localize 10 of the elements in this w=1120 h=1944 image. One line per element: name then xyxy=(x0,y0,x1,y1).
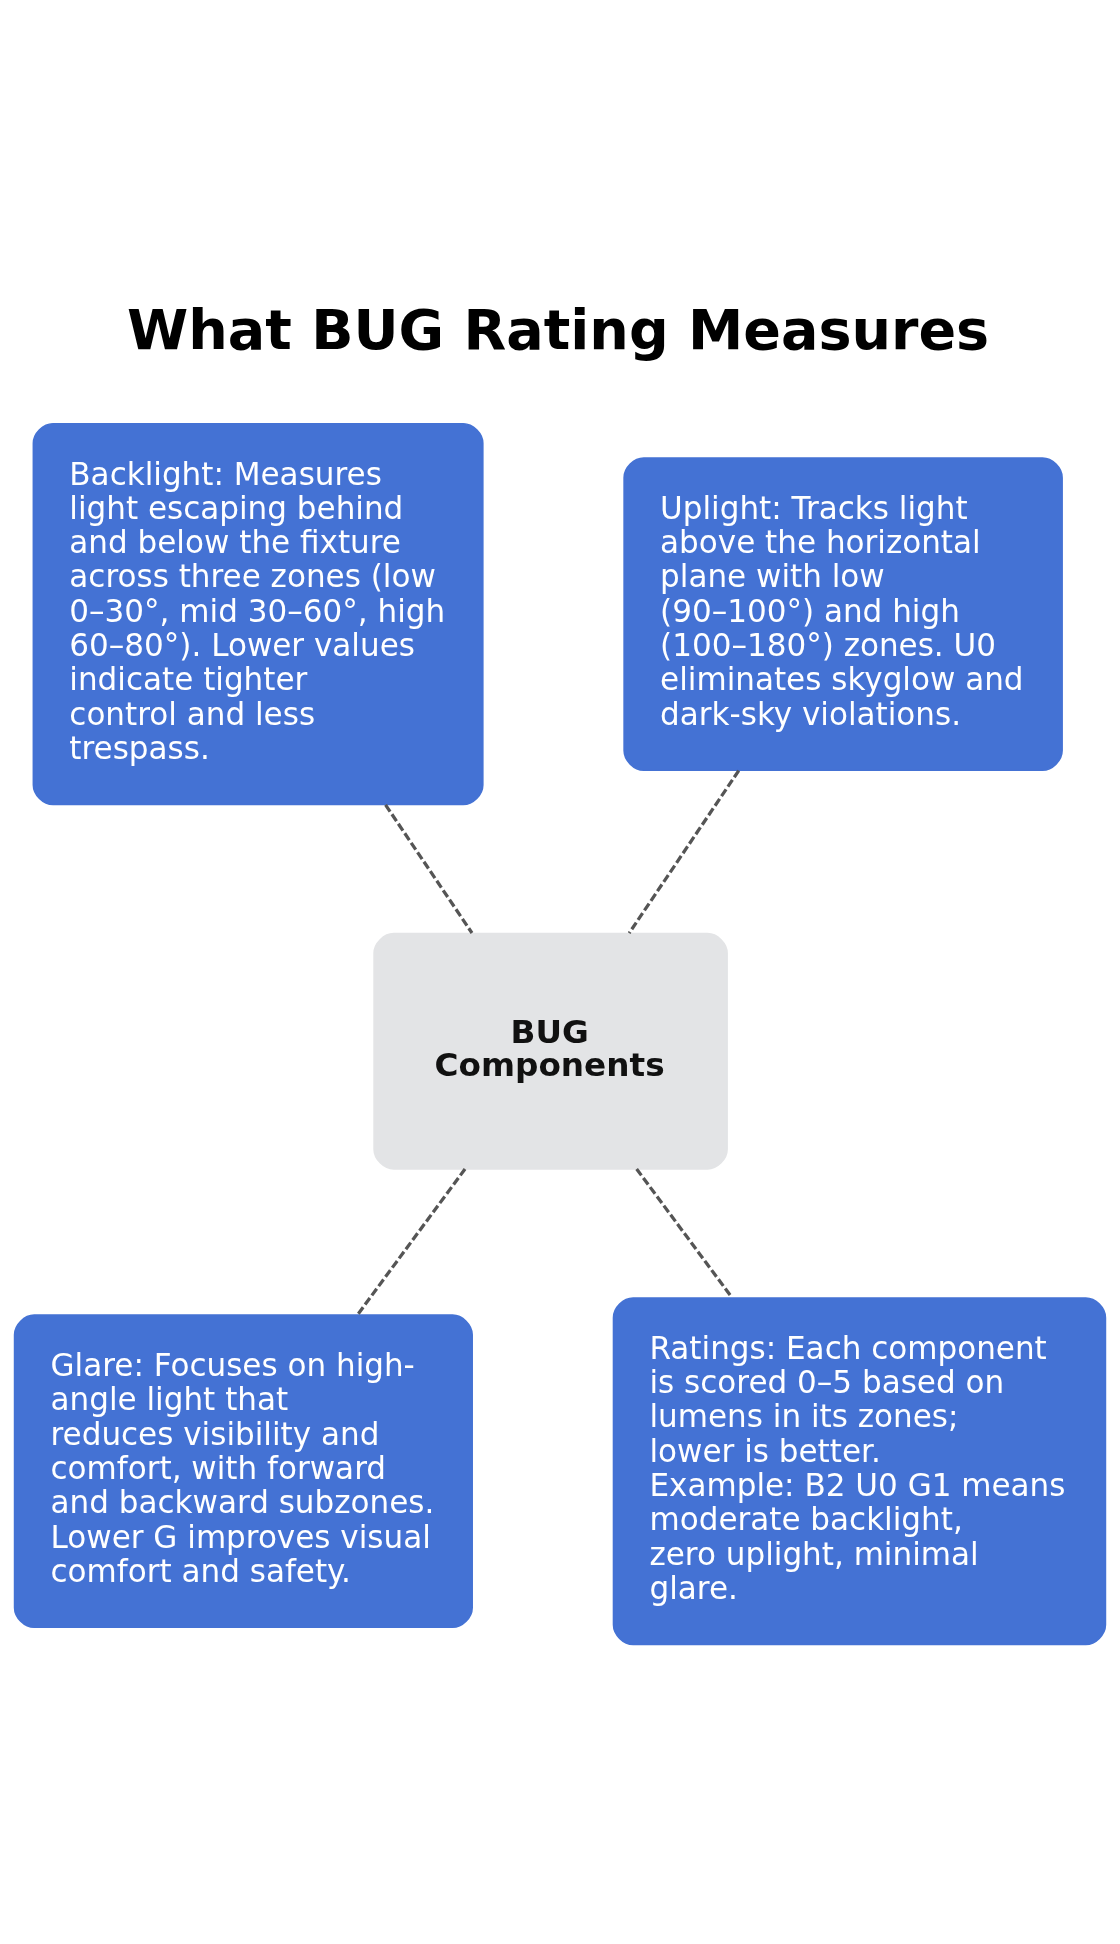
connector xyxy=(356,1168,467,1316)
node-box: Glare: Focuses on high-angle light that reduces visibility and comfort, with forward and backward subzones. Lower G improves visual comfort and safety. xyxy=(13,1314,473,1629)
connector xyxy=(635,1168,734,1299)
connector xyxy=(627,769,741,934)
node-box: Backlight: Measures light escaping behind and below the fixture across three zones (low 0–30°, mid 30–60°, high 60–80°). Lower values indicate tighter control and less trespass. xyxy=(32,422,484,806)
diagram-title: What BUG Rating Measures xyxy=(126,296,990,362)
node-box: Uplight: Tracks light above the horizontal plane with low (90–100°) and high (100–180°) zones. U0 eliminates skyglow and dark-sky violations. xyxy=(623,457,1063,771)
node-box: Ratings: Each component is scored 0–5 based on lumens in its zones; lower is better. Example: B2 U0 G1 means moderate backlight, zero uplight, minimal glare. xyxy=(612,1297,1107,1646)
node-box: BUG Components xyxy=(373,932,728,1170)
connector xyxy=(384,803,474,934)
